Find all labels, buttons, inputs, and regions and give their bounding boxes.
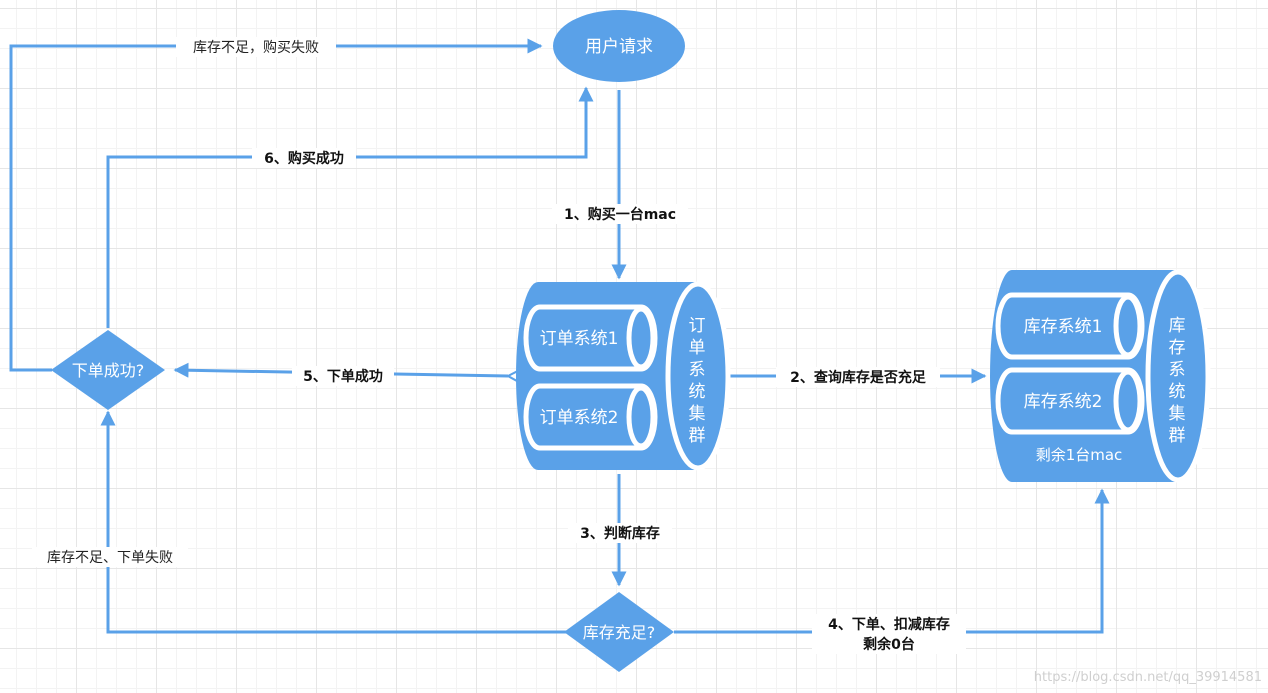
svg-text:系: 系 (689, 360, 706, 380)
svg-text:3、判断库存: 3、判断库存 (580, 525, 660, 542)
svg-text:库存不足、下单失败: 库存不足、下单失败 (47, 550, 173, 566)
svg-text:下单成功?: 下单成功? (72, 361, 145, 380)
order-subsystem-2: 订单系统2 (523, 383, 658, 451)
svg-text:群: 群 (689, 426, 706, 446)
svg-text:1、购买一台mac: 1、购买一台mac (564, 206, 676, 223)
inventory-cluster-title: 库 存 系 统 集 群 (1169, 316, 1186, 446)
inventory-subsystem-2: 库存系统2 (995, 367, 1145, 435)
svg-text:群: 群 (1169, 426, 1186, 446)
order-success-decision: 下单成功? (51, 330, 165, 410)
stock-enough-decision: 库存充足? (564, 592, 674, 672)
svg-text:订单系统1: 订单系统1 (540, 329, 619, 349)
svg-text:存: 存 (1169, 338, 1186, 358)
svg-text:库存系统2: 库存系统2 (1024, 392, 1103, 412)
label-step4: 4、下单、扣减库存 剩余0台 (812, 614, 966, 654)
label-step2: 2、查询库存是否充足 (776, 367, 940, 387)
svg-text:4、下单、扣减库存: 4、下单、扣减库存 (828, 616, 950, 633)
label-step1: 1、购买一台mac (552, 204, 688, 224)
svg-text:统: 统 (1169, 382, 1186, 402)
svg-text:库存不足，购买失败: 库存不足，购买失败 (193, 40, 319, 56)
svg-text:6、购买成功: 6、购买成功 (264, 150, 344, 167)
label-fail-order: 库存不足、下单失败 (32, 547, 188, 567)
inventory-cluster: 库存系统1 库存系统2 剩余1台mac 库 存 系 统 集 群 (990, 269, 1211, 483)
svg-text:集: 集 (689, 404, 706, 424)
watermark: https://blog.csdn.net/qq_39914581 (1034, 670, 1262, 685)
svg-text:库存充足?: 库存充足? (583, 623, 656, 642)
order-cluster: 订单系统1 订单系统2 订 单 系 统 集 群 (516, 281, 731, 471)
svg-text:订单系统2: 订单系统2 (540, 408, 619, 428)
connector-fail-purchase (9, 38, 543, 372)
connector-purchase-success (106, 86, 594, 328)
inventory-subsystem-1: 库存系统1 (995, 292, 1145, 360)
connector-fail-order (100, 410, 566, 634)
user-request-node: 用户请求 (553, 10, 685, 82)
label-fail-purchase: 库存不足，购买失败 (176, 37, 336, 57)
label-step6: 6、购买成功 (252, 148, 356, 168)
svg-text:单: 单 (689, 338, 706, 358)
svg-text:统: 统 (689, 382, 706, 402)
svg-text:集: 集 (1169, 404, 1186, 424)
svg-text:2、查询库存是否充足: 2、查询库存是否充足 (790, 369, 927, 386)
label-step5: 5、下单成功 (292, 366, 394, 386)
svg-text:系: 系 (1169, 360, 1186, 380)
inventory-remaining-label: 剩余1台mac (1036, 446, 1123, 464)
svg-text:用户请求: 用户请求 (585, 37, 653, 57)
label-step3: 3、判断库存 (568, 523, 672, 543)
svg-text:剩余0台: 剩余0台 (863, 636, 915, 653)
svg-text:库: 库 (1169, 316, 1186, 336)
svg-text:库存系统1: 库存系统1 (1024, 317, 1103, 337)
connector-step4 (674, 488, 1110, 634)
svg-text:5、下单成功: 5、下单成功 (303, 368, 383, 385)
svg-text:订: 订 (689, 316, 706, 336)
order-cluster-title: 订 单 系 统 集 群 (689, 316, 706, 446)
order-subsystem-1: 订单系统1 (523, 304, 658, 372)
